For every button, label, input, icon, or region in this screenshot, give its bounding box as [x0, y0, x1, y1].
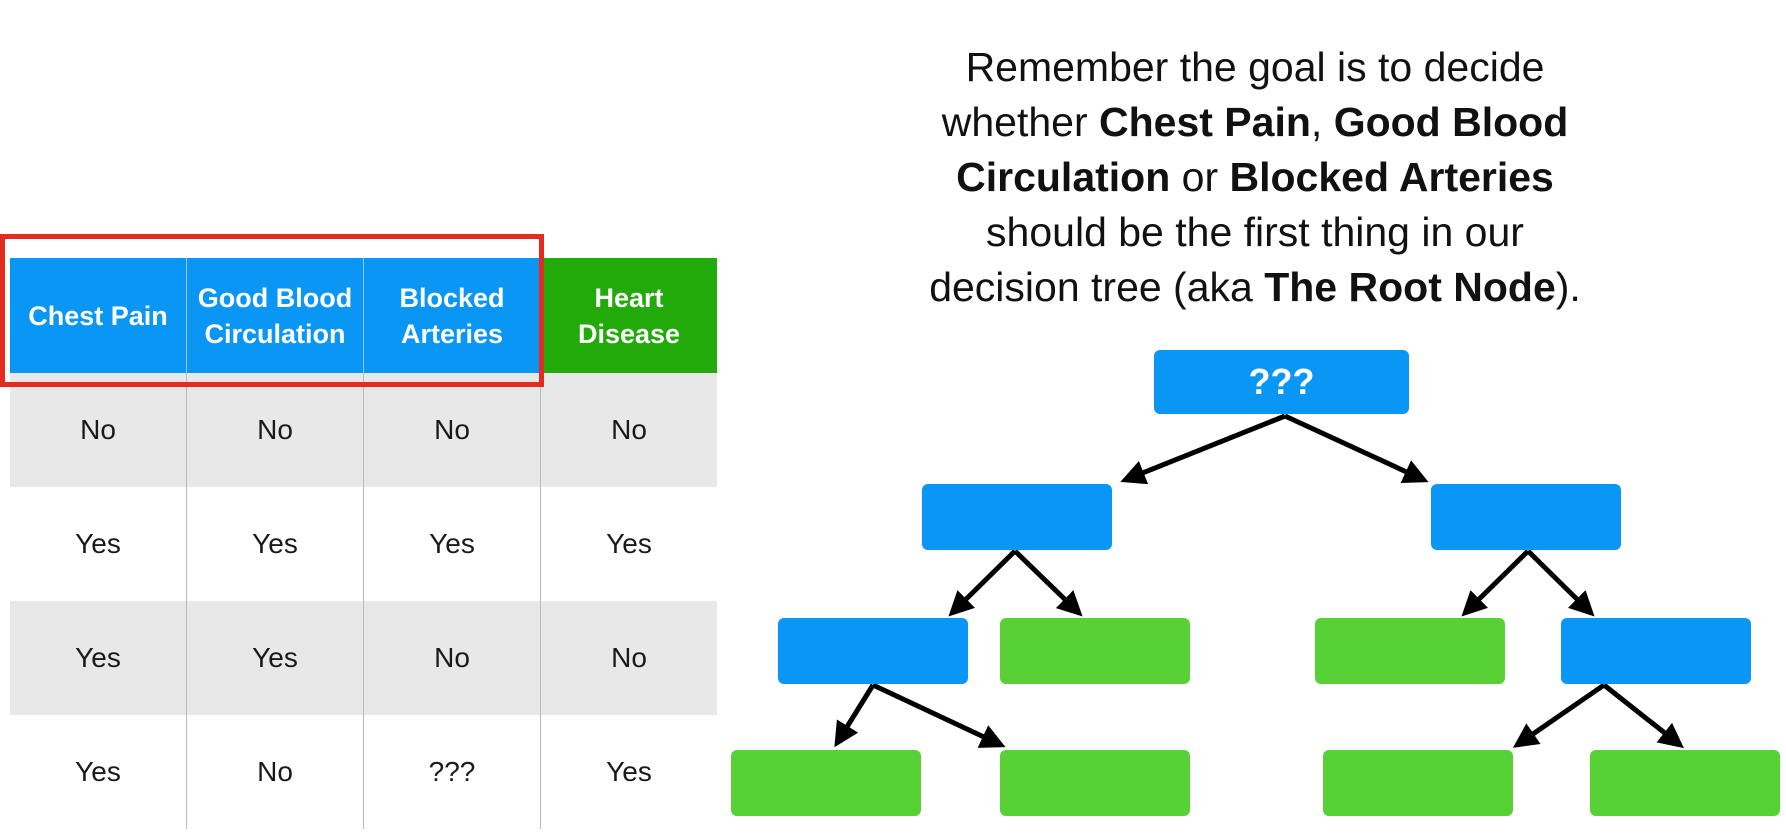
- header-good-blood-circulation: Good Blood Circulation: [186, 258, 364, 373]
- caption-term-circulation: Circulation: [956, 154, 1171, 200]
- caption-line: Remember the goal is to decide: [965, 44, 1545, 90]
- root-node-label: ???: [1248, 361, 1315, 402]
- header-heart-disease: Heart Disease: [540, 258, 717, 373]
- table-cell: No: [540, 601, 717, 715]
- feature-columns-highlight: [0, 234, 544, 387]
- arrow-root-left: [1120, 413, 1286, 485]
- table-cell: No: [186, 715, 364, 829]
- table-cell: ???: [363, 715, 541, 829]
- header-blocked-arteries: Blocked Arteries: [363, 258, 541, 373]
- leaf-node: [1000, 618, 1190, 684]
- leaf-node: [731, 750, 921, 816]
- table-cell: Yes: [186, 487, 364, 601]
- table-cell: Yes: [363, 487, 541, 601]
- leaf-node: [1000, 750, 1190, 816]
- arrow-lower-left-to-leaf-b: [871, 682, 1006, 748]
- table-cell: No: [363, 373, 541, 487]
- decision-node-lower-left: [778, 618, 968, 684]
- caption-text: ).: [1555, 264, 1581, 310]
- table-cell: No: [363, 601, 541, 715]
- caption-text: ,: [1310, 99, 1334, 145]
- caption-term-chest-pain: Chest Pain: [1099, 99, 1311, 145]
- decision-node-right: [1431, 484, 1621, 550]
- arrow-root-right: [1283, 413, 1429, 483]
- table-row: No No No No: [10, 373, 717, 487]
- heart-disease-table: Chest Pain Good Blood Circulation Blocke…: [10, 258, 717, 829]
- arrow-lower-right-to-leaf-a: [1512, 682, 1606, 748]
- table-row: Yes Yes Yes Yes: [10, 487, 717, 601]
- table-cell: Yes: [10, 487, 187, 601]
- table-row: Yes Yes No No: [10, 601, 717, 715]
- root-node: ???: [1154, 350, 1409, 414]
- arrow-lower-left-to-leaf-a: [834, 683, 876, 748]
- arrow-left-to-decision: [948, 549, 1017, 617]
- decision-node-lower-right: [1561, 618, 1751, 684]
- header-chest-pain: Chest Pain: [10, 258, 187, 373]
- caption-text: or: [1170, 154, 1230, 200]
- table-row: Yes No ??? Yes: [10, 715, 717, 829]
- table-cell: Yes: [10, 715, 187, 829]
- caption-term-root-node: The Root Node: [1264, 264, 1556, 310]
- caption-text: whether: [941, 99, 1099, 145]
- table-cell: No: [540, 373, 717, 487]
- table-cell: No: [186, 373, 364, 487]
- explanation-caption: Remember the goal is to decide whether C…: [860, 40, 1650, 315]
- leaf-node: [1590, 750, 1780, 816]
- table-cell: Yes: [540, 715, 717, 829]
- caption-term-blocked-arteries: Blocked Arteries: [1229, 154, 1554, 200]
- caption-line: should be the first thing in our: [986, 209, 1524, 255]
- caption-term-good-blood: Good Blood: [1333, 99, 1569, 145]
- table-cell: No: [10, 373, 187, 487]
- arrow-lower-right-to-leaf-b: [1602, 683, 1684, 749]
- table-cell: Yes: [10, 601, 187, 715]
- arrow-right-to-leaf: [1461, 549, 1530, 617]
- arrow-right-to-decision: [1526, 549, 1595, 617]
- leaf-node: [1315, 618, 1505, 684]
- decision-node-left: [922, 484, 1112, 550]
- leaf-node: [1323, 750, 1513, 816]
- arrow-left-to-leaf: [1013, 549, 1083, 617]
- table-header-row: Chest Pain Good Blood Circulation Blocke…: [10, 258, 717, 373]
- table-cell: Yes: [186, 601, 364, 715]
- table-cell: Yes: [540, 487, 717, 601]
- caption-text: decision tree (aka: [929, 264, 1265, 310]
